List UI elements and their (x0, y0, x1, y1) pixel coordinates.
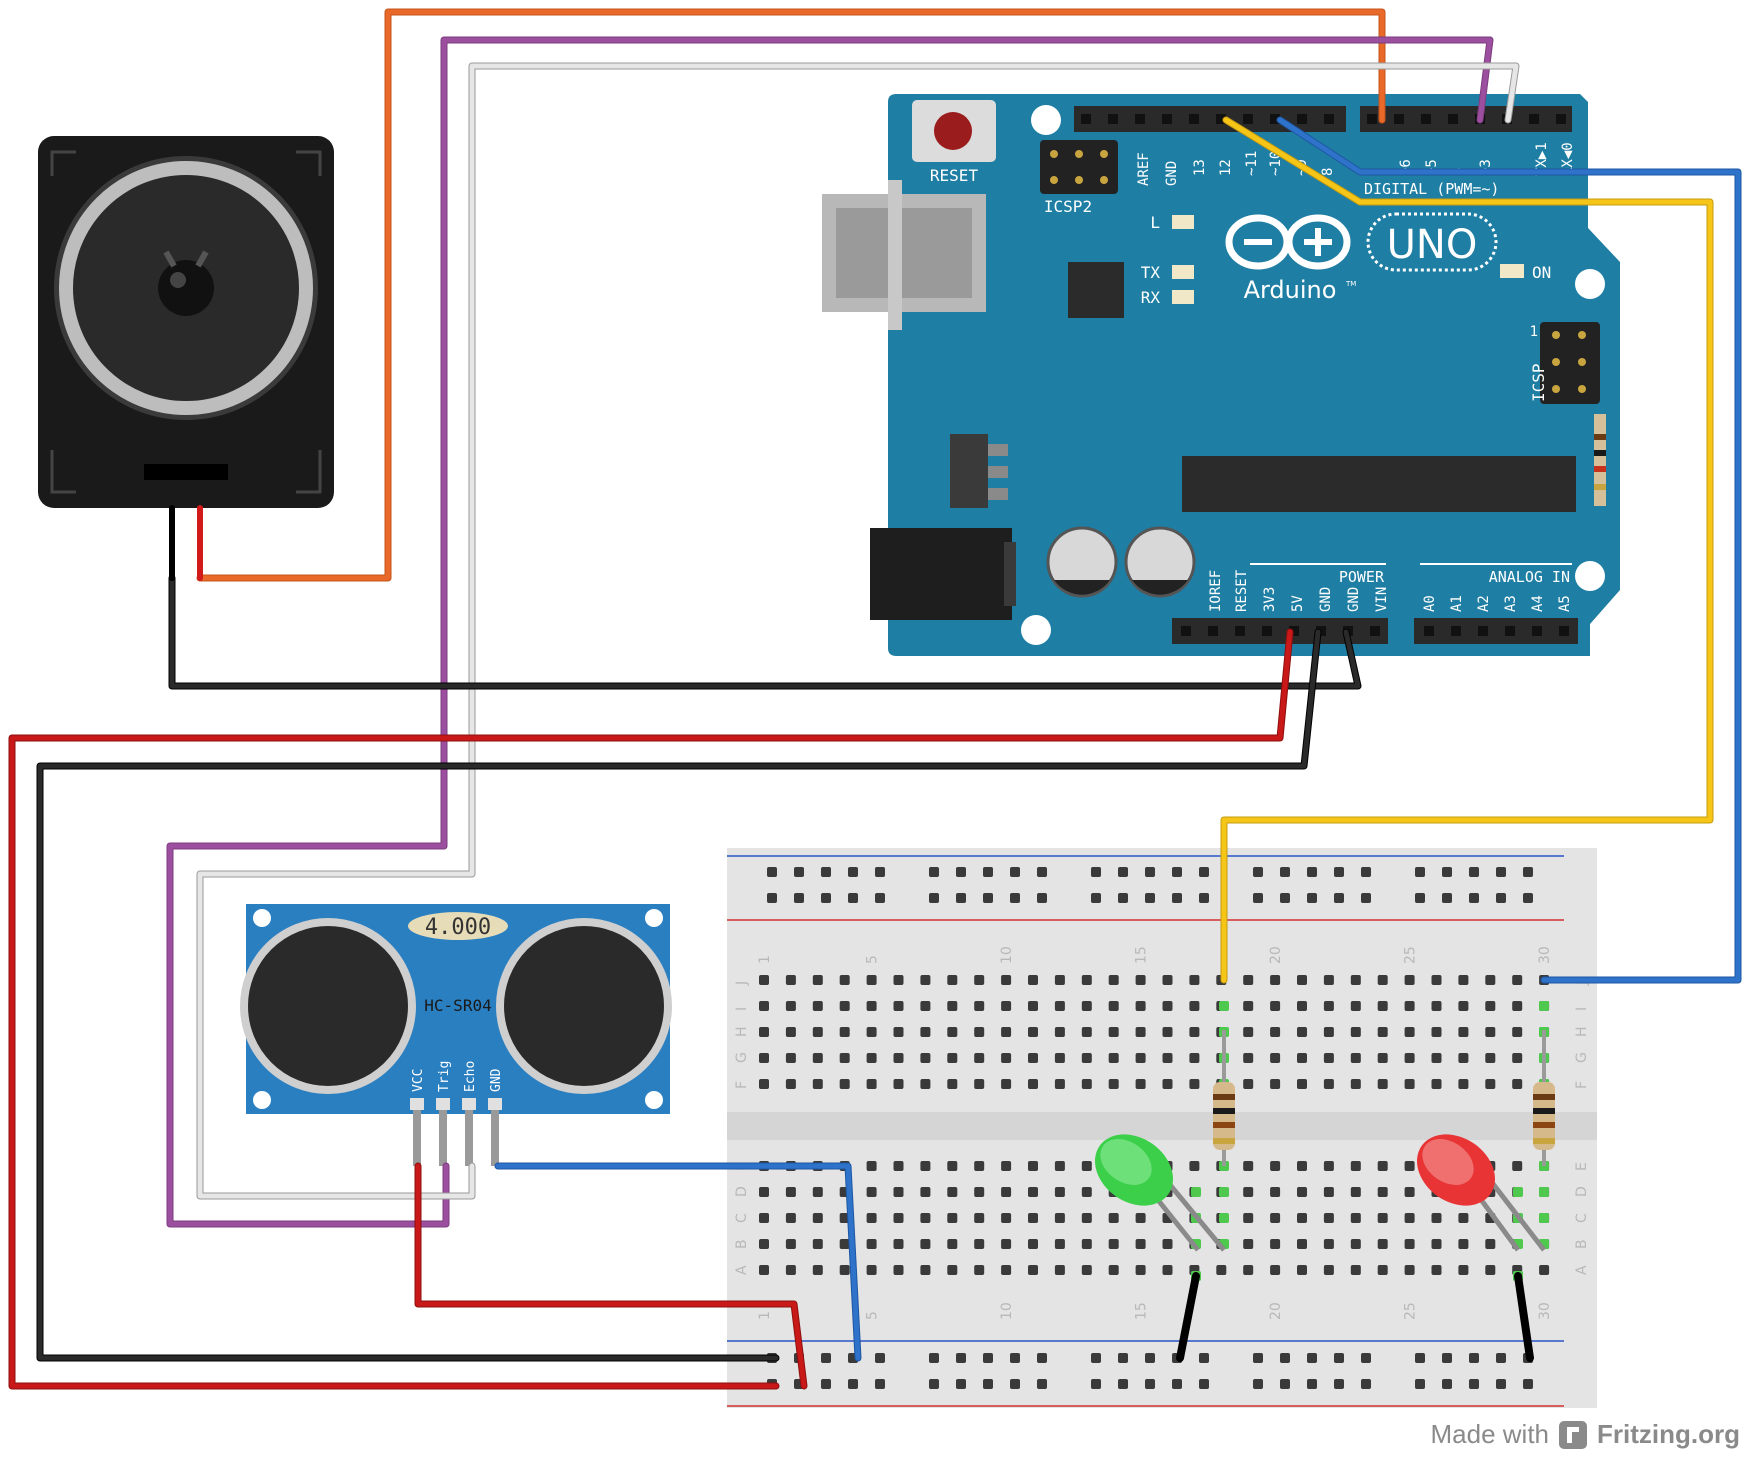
wires (8, 8, 1742, 1390)
fritzing-brand-label: Fritzing.org (1597, 1419, 1740, 1449)
row-letter: A (1574, 1265, 1590, 1275)
analog-pin-label: A4 (1530, 595, 1546, 612)
power-pin-label: RESET (1234, 569, 1250, 612)
row-letter: I (1574, 1007, 1590, 1011)
row-letter: G (734, 1052, 750, 1063)
trademark-label: TM (1345, 280, 1356, 288)
crystal-label: 4.000 (425, 915, 491, 940)
icsp-pin1-label: 1 (1530, 324, 1538, 340)
power-pin-label: IOREF (1208, 570, 1224, 612)
hc-sr04-sensor: 4.000 HC-SR04 VCC Trig Echo GND (240, 904, 672, 1166)
column-number: 10 (999, 1302, 1015, 1320)
row-letter: I (734, 1007, 750, 1011)
sensor-pin-label: Trig (437, 1061, 452, 1092)
resistor-1 (1213, 1030, 1235, 1166)
column-number: 1 (757, 1311, 773, 1320)
column-number: 30 (1537, 1302, 1553, 1320)
column-number: 25 (1403, 1302, 1419, 1320)
column-number: 5 (865, 955, 881, 964)
bottom-header-pins (1181, 626, 1569, 636)
row-letter: B (734, 1239, 750, 1249)
power-label: POWER (1339, 568, 1385, 586)
made-with-label: Made with (1430, 1419, 1550, 1449)
digital-pin-label: TX▶1 (1534, 142, 1550, 176)
resistor-2 (1533, 1030, 1555, 1166)
column-number: 10 (999, 946, 1015, 964)
row-letter: D (734, 1186, 750, 1197)
power-pin-label: GND (1318, 587, 1334, 612)
column-number: 1 (757, 955, 773, 964)
led-green (1095, 1134, 1226, 1252)
row-letter: C (734, 1213, 750, 1223)
power-pin-label: 5V (1290, 595, 1306, 612)
column-number: 20 (1268, 1302, 1284, 1320)
row-letter: A (734, 1265, 750, 1275)
speaker (38, 136, 334, 508)
arduino-infinity-logo (1225, 214, 1351, 270)
digital-label: DIGITAL (PWM=~) (1364, 180, 1499, 198)
arduino-brand-label: Arduino (1244, 276, 1337, 304)
column-number: 5 (865, 1311, 881, 1320)
power-analog-pin-labels: IOREF RESET 3V3 5V GND GND VIN A0 A1 A2 A3 A4 A5 (1208, 569, 1573, 612)
power-pin-label: 3V3 (1262, 587, 1278, 612)
row-letter: C (1574, 1213, 1590, 1223)
led-tx-label: TX (1141, 263, 1161, 282)
row-letter: H (734, 1026, 750, 1037)
power-pin-label: VIN (1374, 587, 1390, 612)
power-pin-label: GND (1346, 587, 1362, 612)
column-number: 15 (1134, 1302, 1150, 1320)
row-letter: G (1574, 1052, 1590, 1063)
led-rx-label: RX (1141, 288, 1161, 307)
fritzing-logo-icon (1559, 1420, 1588, 1449)
row-letter: F (734, 1081, 750, 1089)
icsp-label: ICSP (1529, 363, 1548, 402)
sensor-pin-label: VCC (411, 1069, 426, 1092)
column-number: 30 (1537, 946, 1553, 964)
row-letter: D (1574, 1186, 1590, 1197)
wire-black-led-green (1176, 1272, 1200, 1362)
digital-pin-label: AREF (1136, 152, 1152, 186)
digital-pin-label: RX◀0 (1560, 142, 1576, 176)
led-l-label: L (1150, 213, 1160, 232)
digital-pin-label: 12 (1218, 159, 1234, 176)
led-on-label: ON (1532, 263, 1551, 282)
row-letter: F (1574, 1081, 1590, 1089)
digital-pin-label: ~11 (1244, 151, 1260, 176)
digital-pin-label: 13 (1192, 159, 1208, 176)
icsp2-label: ICSP2 (1044, 197, 1092, 216)
sensor-pin-label: GND (489, 1068, 504, 1092)
reset-label: RESET (930, 166, 979, 185)
digital-pin-label: GND (1164, 161, 1180, 186)
fritzing-credit: Made with Fritzing.org (1431, 1419, 1740, 1450)
uno-label: UNO (1387, 222, 1478, 268)
analog-pin-label: A3 (1503, 595, 1519, 612)
row-letter: H (1574, 1026, 1590, 1037)
wire-black-led-red (1514, 1272, 1534, 1362)
analog-in-label: ANALOG IN (1489, 568, 1570, 586)
analog-pin-label: A2 (1476, 595, 1492, 612)
row-letter: J (734, 981, 750, 986)
sensor-pin-labels: VCC Trig Echo GND (411, 1061, 504, 1092)
analog-pin-label: A0 (1422, 595, 1438, 612)
led-red (1417, 1134, 1546, 1252)
row-letter: B (1574, 1239, 1590, 1249)
arduino-uno-board: RESET ICSP2 L TX RX ON UNO Arduino TM (822, 94, 1620, 656)
column-number: 20 (1268, 946, 1284, 964)
analog-pin-label: A1 (1449, 595, 1465, 612)
column-number: 25 (1403, 946, 1419, 964)
row-letter: E (1574, 1162, 1590, 1171)
column-number: 15 (1134, 946, 1150, 964)
sensor-pin-label: Echo (463, 1061, 478, 1092)
analog-pin-label: A5 (1557, 595, 1573, 612)
digital-pin-label: 8 (1320, 168, 1336, 176)
sensor-model-label: HC-SR04 (424, 996, 491, 1015)
